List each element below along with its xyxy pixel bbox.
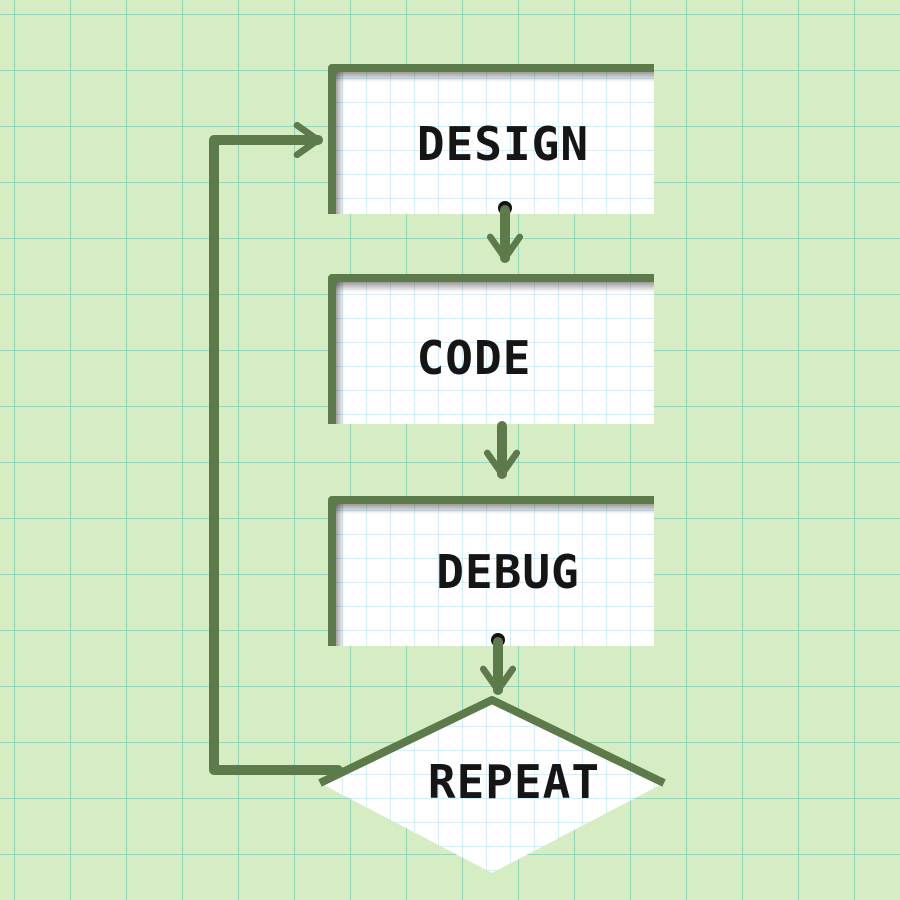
edge-design-to-code bbox=[486, 201, 524, 263]
node-repeat-label: REPEAT bbox=[428, 755, 600, 809]
node-debug: DEBUG bbox=[328, 496, 654, 646]
node-code-label: CODE bbox=[417, 331, 532, 385]
edge-repeat-to-design bbox=[209, 121, 343, 775]
arrow-loop-back-icon bbox=[209, 121, 343, 775]
node-code: CODE bbox=[328, 274, 654, 424]
node-design-label: DESIGN bbox=[417, 117, 589, 171]
node-debug-label: DEBUG bbox=[436, 545, 579, 599]
edge-debug-to-repeat bbox=[479, 633, 517, 695]
node-design: DESIGN bbox=[328, 64, 654, 214]
node-repeat: REPEAT bbox=[318, 696, 666, 873]
